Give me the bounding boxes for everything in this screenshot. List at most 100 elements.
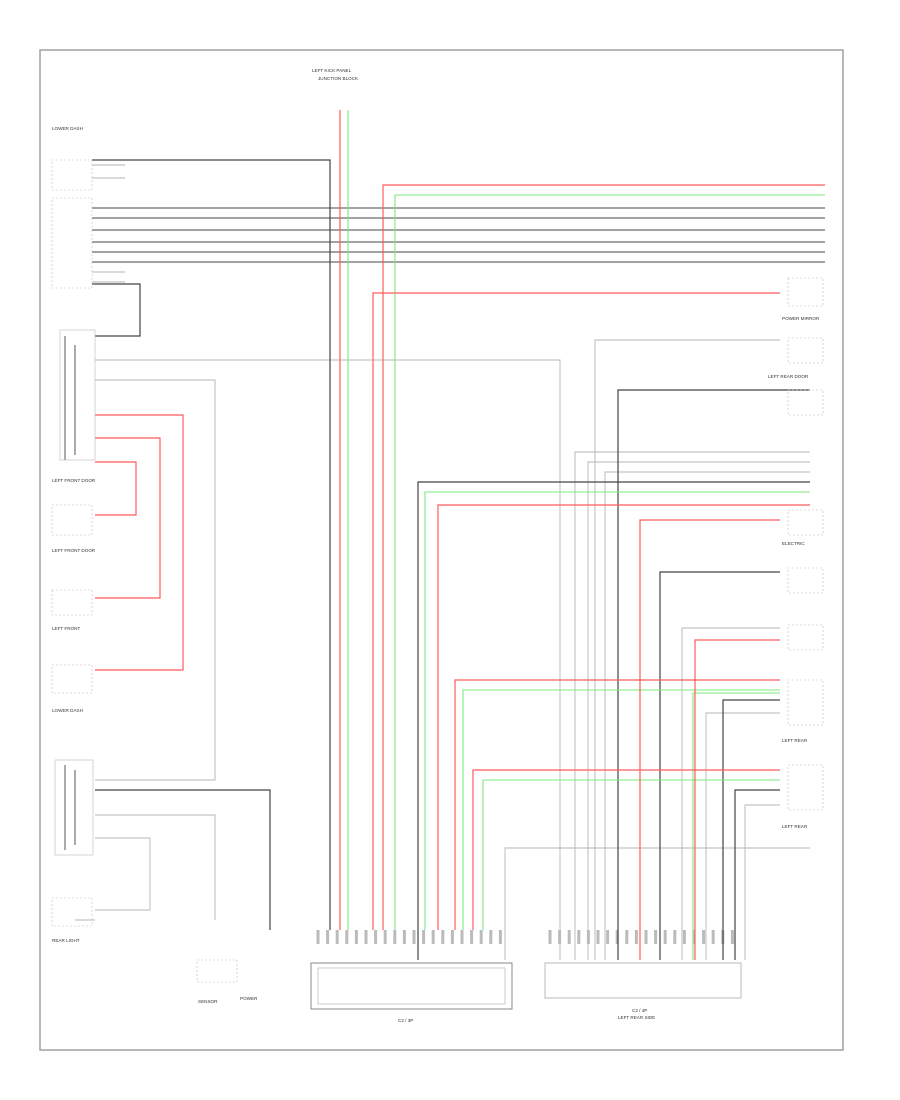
diagram-frame	[39, 49, 844, 1051]
right-box-6	[787, 624, 824, 651]
gray-wire	[594, 339, 780, 960]
connector-pin	[615, 930, 619, 944]
black-wire	[417, 481, 810, 960]
connector-pin	[682, 930, 686, 944]
green-wire	[482, 779, 780, 930]
red-wire	[95, 461, 137, 516]
label-bottom-left-3: SENSOR	[198, 999, 218, 1004]
bottom-connector-right	[544, 962, 742, 999]
black-wire	[722, 699, 780, 960]
bottom-left-box	[196, 959, 238, 983]
connector-pin	[558, 930, 562, 944]
label-right-group-4: LEFT REAR	[782, 738, 808, 743]
right-box-3	[787, 389, 824, 416]
connector-pin	[345, 930, 349, 944]
right-box-2	[787, 337, 824, 364]
right-box-5	[787, 567, 824, 594]
label-right-group-5: LEFT REAR	[782, 824, 808, 829]
connector-pin	[644, 930, 648, 944]
connector-pin	[470, 930, 474, 944]
connector-pin	[702, 930, 706, 944]
red-wire-group	[95, 110, 825, 960]
connector-pin	[692, 930, 696, 944]
connector-pin	[577, 930, 581, 944]
label-bottom-right-connector: C2 / 4P	[632, 1008, 647, 1013]
connector-pin	[383, 930, 387, 944]
right-box-1	[787, 277, 824, 307]
gray-wire	[504, 847, 810, 960]
bottom-connector-left-inner	[317, 967, 506, 1005]
gray-wire	[681, 627, 780, 960]
red-wire	[382, 184, 825, 930]
left-box-3	[59, 329, 96, 461]
left-box-2	[51, 197, 93, 289]
connector-pin	[393, 930, 397, 944]
right-box-7	[787, 679, 824, 726]
black-wire-group	[64, 159, 825, 960]
left-box-1	[51, 159, 93, 191]
left-box-7	[54, 759, 94, 856]
green-wire	[424, 491, 810, 930]
right-box-8	[787, 764, 824, 811]
connector-pin	[316, 930, 320, 944]
connector-pin	[450, 930, 454, 944]
black-wire	[617, 389, 810, 960]
label-upper-left-module: LOWER DASH	[52, 126, 83, 131]
label-bottom-right-connector-sub: LEFT REAR SIDE	[618, 1015, 655, 1020]
left-box-6	[51, 664, 93, 694]
connector-pin	[606, 930, 610, 944]
connector-pin	[663, 930, 667, 944]
label-mid-left-3: LEFT FRONT	[52, 626, 80, 631]
label-mid-left-2: LEFT FRONT DOOR	[52, 548, 96, 553]
label-lower-left-module: LOWER DASH	[52, 708, 83, 713]
gray-wire	[95, 379, 216, 781]
connector-pin	[586, 930, 590, 944]
bottom-connector-left	[310, 962, 513, 1010]
red-wire	[372, 292, 780, 930]
gray-wire	[574, 451, 810, 960]
red-wire	[472, 769, 780, 930]
gray-wire	[744, 804, 780, 960]
connector-pin	[479, 930, 483, 944]
connector-pin	[596, 930, 600, 944]
connector-pin	[730, 930, 734, 944]
connector-pin	[548, 930, 552, 944]
red-wire	[454, 679, 780, 930]
gray-wire	[705, 712, 780, 960]
connector-pin	[431, 930, 435, 944]
green-wire	[462, 689, 780, 930]
red-wire	[694, 639, 780, 960]
connector-pin	[441, 930, 445, 944]
connector-pin	[374, 930, 378, 944]
left-box-8	[51, 897, 93, 927]
red-wire	[95, 414, 184, 671]
black-wire	[659, 571, 780, 960]
connector-pin	[625, 930, 629, 944]
gray-wire-group	[75, 164, 810, 960]
left-box-4	[51, 504, 93, 536]
connector-pin	[460, 930, 464, 944]
connector-pin	[402, 930, 406, 944]
connector-pin	[711, 930, 715, 944]
right-box-4	[787, 509, 824, 536]
black-wire	[92, 159, 331, 930]
label-mid-left-1: LEFT FRONT DOOR	[52, 478, 96, 483]
black-wire	[95, 789, 271, 930]
green-wire	[394, 194, 825, 930]
label-top-connector: LEFT KICK PANEL	[312, 68, 352, 73]
left-box-5	[51, 589, 93, 616]
black-wire	[734, 789, 780, 960]
connector-pin	[634, 930, 638, 944]
gray-wire	[587, 461, 810, 960]
gray-wire	[95, 359, 561, 960]
label-bottom-left-2: POWER	[240, 996, 258, 1001]
connector-pin	[673, 930, 677, 944]
connector-pin	[354, 930, 358, 944]
connector-pin	[489, 930, 493, 944]
green-wire-group	[347, 110, 825, 960]
label-top-connector-sub: JUNCTION BLOCK	[318, 76, 359, 81]
gray-wire	[604, 471, 810, 960]
green-wire	[692, 692, 780, 960]
label-right-group-1: POWER MIRROR	[782, 316, 820, 321]
